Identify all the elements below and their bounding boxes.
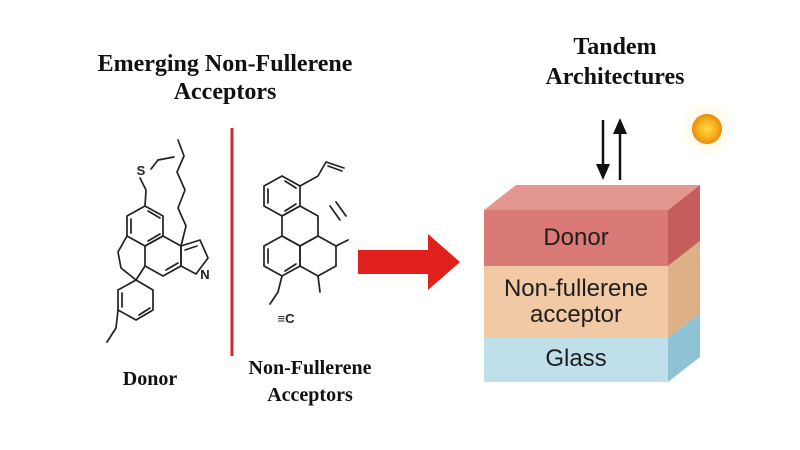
glass-layer xyxy=(484,338,668,382)
acceptor-molecule xyxy=(263,161,349,305)
donor-nitrogen-atom: N xyxy=(200,267,209,282)
main-title: Emerging Non-Fullerene Acceptors xyxy=(60,50,390,106)
donor-ring-c xyxy=(117,279,154,321)
acceptor-caption-line1: Non-Fullerene xyxy=(248,357,372,379)
acceptor-caption-line2: Acceptors xyxy=(267,384,353,406)
acceptor-caption: Non-Fullerene Acceptors xyxy=(225,355,395,409)
acceptor-ring-c xyxy=(299,235,337,277)
donor-ring-a xyxy=(126,205,164,247)
acceptor-layer-label-line1: Non-fullerene xyxy=(503,275,649,302)
donor-layer-side xyxy=(668,185,700,266)
stack-top-face xyxy=(484,185,700,210)
process-arrow xyxy=(358,234,460,290)
glass-layer-label: Glass xyxy=(545,345,607,372)
acceptor-layer xyxy=(484,266,668,338)
donor-pyrrole-ring xyxy=(180,239,209,275)
acceptor-layer-label-line2: acceptor xyxy=(529,301,623,328)
up-arrow-head xyxy=(613,118,627,134)
donor-molecule xyxy=(106,139,209,343)
acceptor-ring-d xyxy=(263,235,301,277)
acceptor-layer-side xyxy=(668,241,700,338)
glass-layer-side xyxy=(668,313,700,382)
acceptor-layer-label: Non-fullerene acceptor xyxy=(484,276,668,328)
light-arrows xyxy=(596,118,627,180)
donor-caption: Donor xyxy=(122,368,178,390)
main-title-line1: Emerging Non-Fullerene xyxy=(97,51,353,77)
acceptor-ring-a xyxy=(263,175,301,217)
donor-layer xyxy=(484,210,668,266)
device-stack xyxy=(484,185,700,382)
acceptor-ring-b xyxy=(281,205,319,247)
main-title-line2: Acceptors xyxy=(173,79,277,105)
donor-sulfur-atom: S xyxy=(137,163,146,178)
acceptor-alkyne-group: ≡C xyxy=(278,311,296,326)
donor-layer-label: Donor xyxy=(543,224,609,251)
tandem-title-line1: Tandem xyxy=(573,34,657,60)
tandem-title-line2: Architectures xyxy=(545,64,685,90)
donor-ring-b xyxy=(144,235,182,277)
sun-icon xyxy=(677,99,737,159)
tandem-title: Tandem Architectures xyxy=(520,32,710,92)
down-arrow-head xyxy=(596,164,610,180)
